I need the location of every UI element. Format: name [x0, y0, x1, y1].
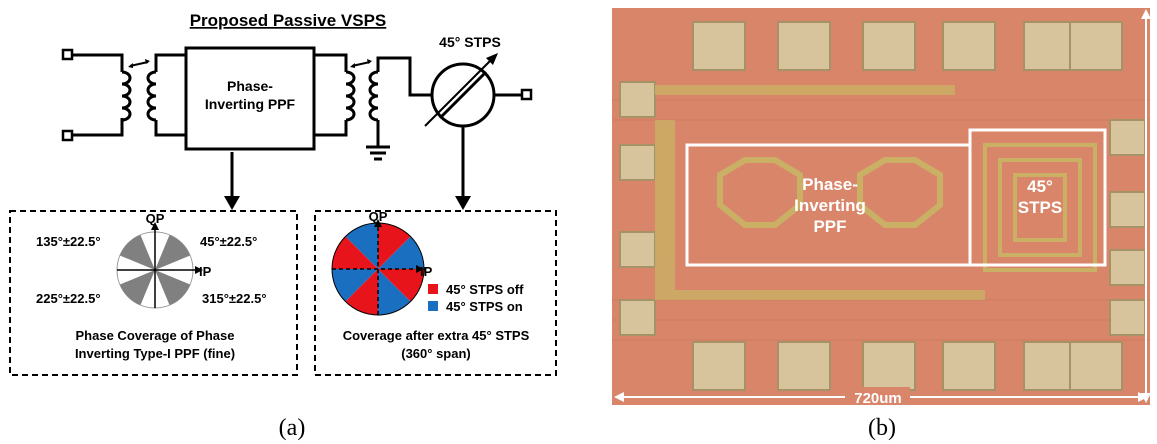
- stps-input-wire: [378, 58, 432, 95]
- output-port: [522, 90, 531, 99]
- chip-ppf-label-line1: Phase-: [802, 175, 858, 194]
- chip-stps-label-line1: 45°: [1027, 177, 1053, 196]
- legend-off-label: 45° STPS off: [446, 282, 524, 297]
- ppf-qp-label: QP: [146, 211, 165, 226]
- ppf-q2-label: 135°±22.5°: [36, 234, 101, 249]
- input-port-bottom: [63, 131, 72, 140]
- stps-ip-label: IP: [420, 264, 433, 279]
- ppf-input-wires: [156, 55, 186, 135]
- stps-down-arrowhead: [455, 196, 471, 210]
- legend-on-swatch: [428, 301, 438, 311]
- ppf-q3-label: 225°±22.5°: [36, 291, 101, 306]
- stps-caption-line1: Coverage after extra 45° STPS: [343, 328, 530, 343]
- chip-ppf-label-line3: PPF: [813, 217, 846, 236]
- input-wires: [72, 55, 122, 135]
- ppf-caption-line1: Phase Coverage of Phase: [76, 328, 235, 343]
- ppf-ip-label: IP: [199, 264, 212, 279]
- width-dimension-label: 720um: [854, 390, 902, 407]
- legend-off-swatch: [428, 284, 438, 294]
- chip-ppf-label-line2: Inverting: [794, 196, 866, 215]
- input-transformer: [122, 59, 156, 120]
- ppf-label-line1: Phase-: [227, 78, 273, 94]
- chip-stps-label-line2: STPS: [1018, 198, 1062, 217]
- ppf-output-wires: [314, 55, 346, 135]
- stps-label: 45° STPS: [439, 34, 501, 50]
- panel-a-sublabel: (a): [279, 415, 306, 441]
- ppf-q1-label: 45°±22.5°: [200, 234, 257, 249]
- panel-a: Proposed Passive VSPS Phase- Inverting P…: [10, 11, 556, 441]
- ppf-down-arrowhead: [224, 196, 240, 210]
- ppf-label-line2: Inverting PPF: [205, 96, 296, 112]
- ppf-caption-line2: Inverting Type-I PPF (fine): [75, 346, 235, 361]
- ground-symbol: [366, 147, 390, 159]
- input-port-top: [63, 50, 72, 59]
- legend-on-label: 45° STPS on: [446, 299, 523, 314]
- panel-b: Phase- Inverting PPF 45° STPS 720um 495u…: [612, 8, 1157, 441]
- stps-coverage-polar: [332, 219, 424, 315]
- ppf-coverage-polar: [117, 222, 203, 308]
- panel-b-sublabel: (b): [868, 415, 896, 441]
- panel-a-title: Proposed Passive VSPS: [190, 11, 387, 30]
- output-transformer: [346, 59, 378, 120]
- stps-qp-label: QP: [369, 209, 388, 224]
- stps-caption-line2: (360° span): [401, 346, 471, 361]
- ppf-q4-label: 315°±22.5°: [202, 291, 267, 306]
